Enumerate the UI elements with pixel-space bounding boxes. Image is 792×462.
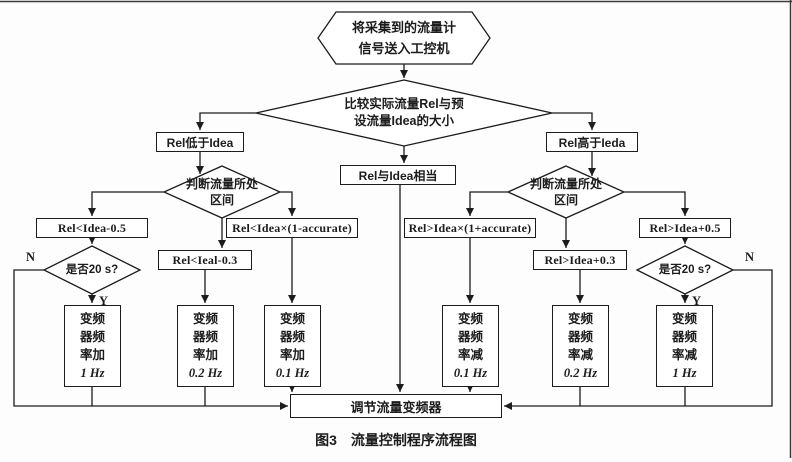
branch-high-box: Rel高于Ieda [546, 132, 638, 152]
action-line: 率加 [279, 348, 305, 362]
action-line: 率减 [671, 348, 697, 362]
start-hexagon-shape [317, 11, 491, 65]
action-line: 率加 [192, 348, 218, 362]
action-line: 率减 [457, 348, 483, 362]
action-line: 器频 [457, 330, 483, 344]
no-label-right: N [745, 250, 755, 264]
compare-node-line: 比较实际流量Rel与预 [344, 97, 464, 111]
action-line: 器频 [671, 330, 697, 344]
action-value: 0.1 Hz [275, 366, 310, 380]
compare-node: 比较实际流量Rel与预 设流量Idea的大小 [304, 88, 504, 138]
action-value: 0.2 Hz [188, 366, 223, 380]
start-node-line: 将采集到的流量计 [351, 20, 456, 35]
action-line: 变频 [671, 312, 697, 326]
action-value: 1 Hz [672, 366, 697, 380]
action-line: 器频 [79, 330, 105, 344]
figure-caption: 图3 流量控制程序流程图 [0, 430, 792, 450]
action-line: 器频 [567, 330, 593, 344]
no-label-left: N [26, 250, 36, 264]
action-value: 0.1 Hz [453, 366, 488, 380]
figure-caption-label: 图3 [315, 432, 337, 448]
action-box-decrease-02hz: 变频 器频 率减 0.2 Hz [552, 305, 609, 387]
action-value: 0.2 Hz [563, 366, 598, 380]
condition-box-l3: Rel<Idea×(1-accurate) [226, 218, 358, 238]
judge-left-diamond-shape [162, 165, 282, 219]
condition-box-l1: Rel<Idea-0.5 [36, 218, 148, 238]
action-line: 器频 [192, 330, 218, 344]
action-box-increase-1hz: 变频 器频 率加 1 Hz [64, 305, 121, 387]
judge-right-line: 区间 [553, 193, 578, 207]
judge-right-diamond-shape [506, 165, 626, 219]
start-node: 将采集到的流量计 信号送入工控机 [322, 15, 486, 61]
action-box-decrease-1hz: 变频 器频 率减 1 Hz [656, 305, 713, 387]
condition-box-l2: Rel<Ieal-0.3 [158, 250, 252, 270]
judge-left-node: 判断流量所处 区间 [164, 169, 280, 215]
adjust-inverter-box: 调节流量变频器 [290, 394, 502, 418]
timer-right-diamond-shape [635, 245, 735, 295]
action-line: 变频 [192, 312, 218, 326]
judge-right-line: 判断流量所处 [529, 177, 602, 191]
branch-low-box: Rel低于Idea [156, 132, 244, 152]
compare-node-line: 设流量Idea的大小 [353, 114, 454, 128]
condition-box-r3: Rel>Idea+0.5 [639, 218, 731, 238]
condition-box-r2: Rel>Idea+0.3 [533, 250, 627, 270]
action-line: 率加 [79, 348, 105, 362]
timer-left-diamond-shape [42, 245, 142, 295]
action-value: 1 Hz [80, 366, 105, 380]
action-box-decrease-01hz: 变频 器频 率减 0.1 Hz [442, 305, 499, 387]
yes-label-left: Y [99, 294, 109, 308]
yes-label-right: Y [692, 294, 702, 308]
branch-equal-box: Rel与Idea相当 [340, 165, 456, 185]
condition-box-r1: Rel>Idea×(1+accurate) [404, 218, 536, 238]
judge-left-line: 判断流量所处 [185, 177, 258, 191]
action-line: 器频 [279, 330, 305, 344]
action-box-increase-01hz: 变频 器频 率加 0.1 Hz [264, 305, 321, 387]
action-box-increase-02hz: 变频 器频 率加 0.2 Hz [177, 305, 234, 387]
figure-caption-title: 流量控制程序流程图 [350, 432, 477, 448]
start-node-line: 信号送入工控机 [358, 41, 450, 56]
action-line: 变频 [457, 312, 483, 326]
action-line: 变频 [79, 312, 105, 326]
connector-lines [13, 64, 773, 410]
compare-diamond-shape [255, 79, 553, 147]
judge-right-node: 判断流量所处 区间 [508, 169, 624, 215]
timer-right-node: 是否20 s? [658, 264, 712, 276]
judge-left-line: 区间 [209, 193, 234, 207]
action-line: 变频 [567, 312, 593, 326]
action-line: 变频 [279, 312, 305, 326]
action-line: 率减 [567, 348, 593, 362]
timer-left-node: 是否20 s? [65, 264, 119, 276]
